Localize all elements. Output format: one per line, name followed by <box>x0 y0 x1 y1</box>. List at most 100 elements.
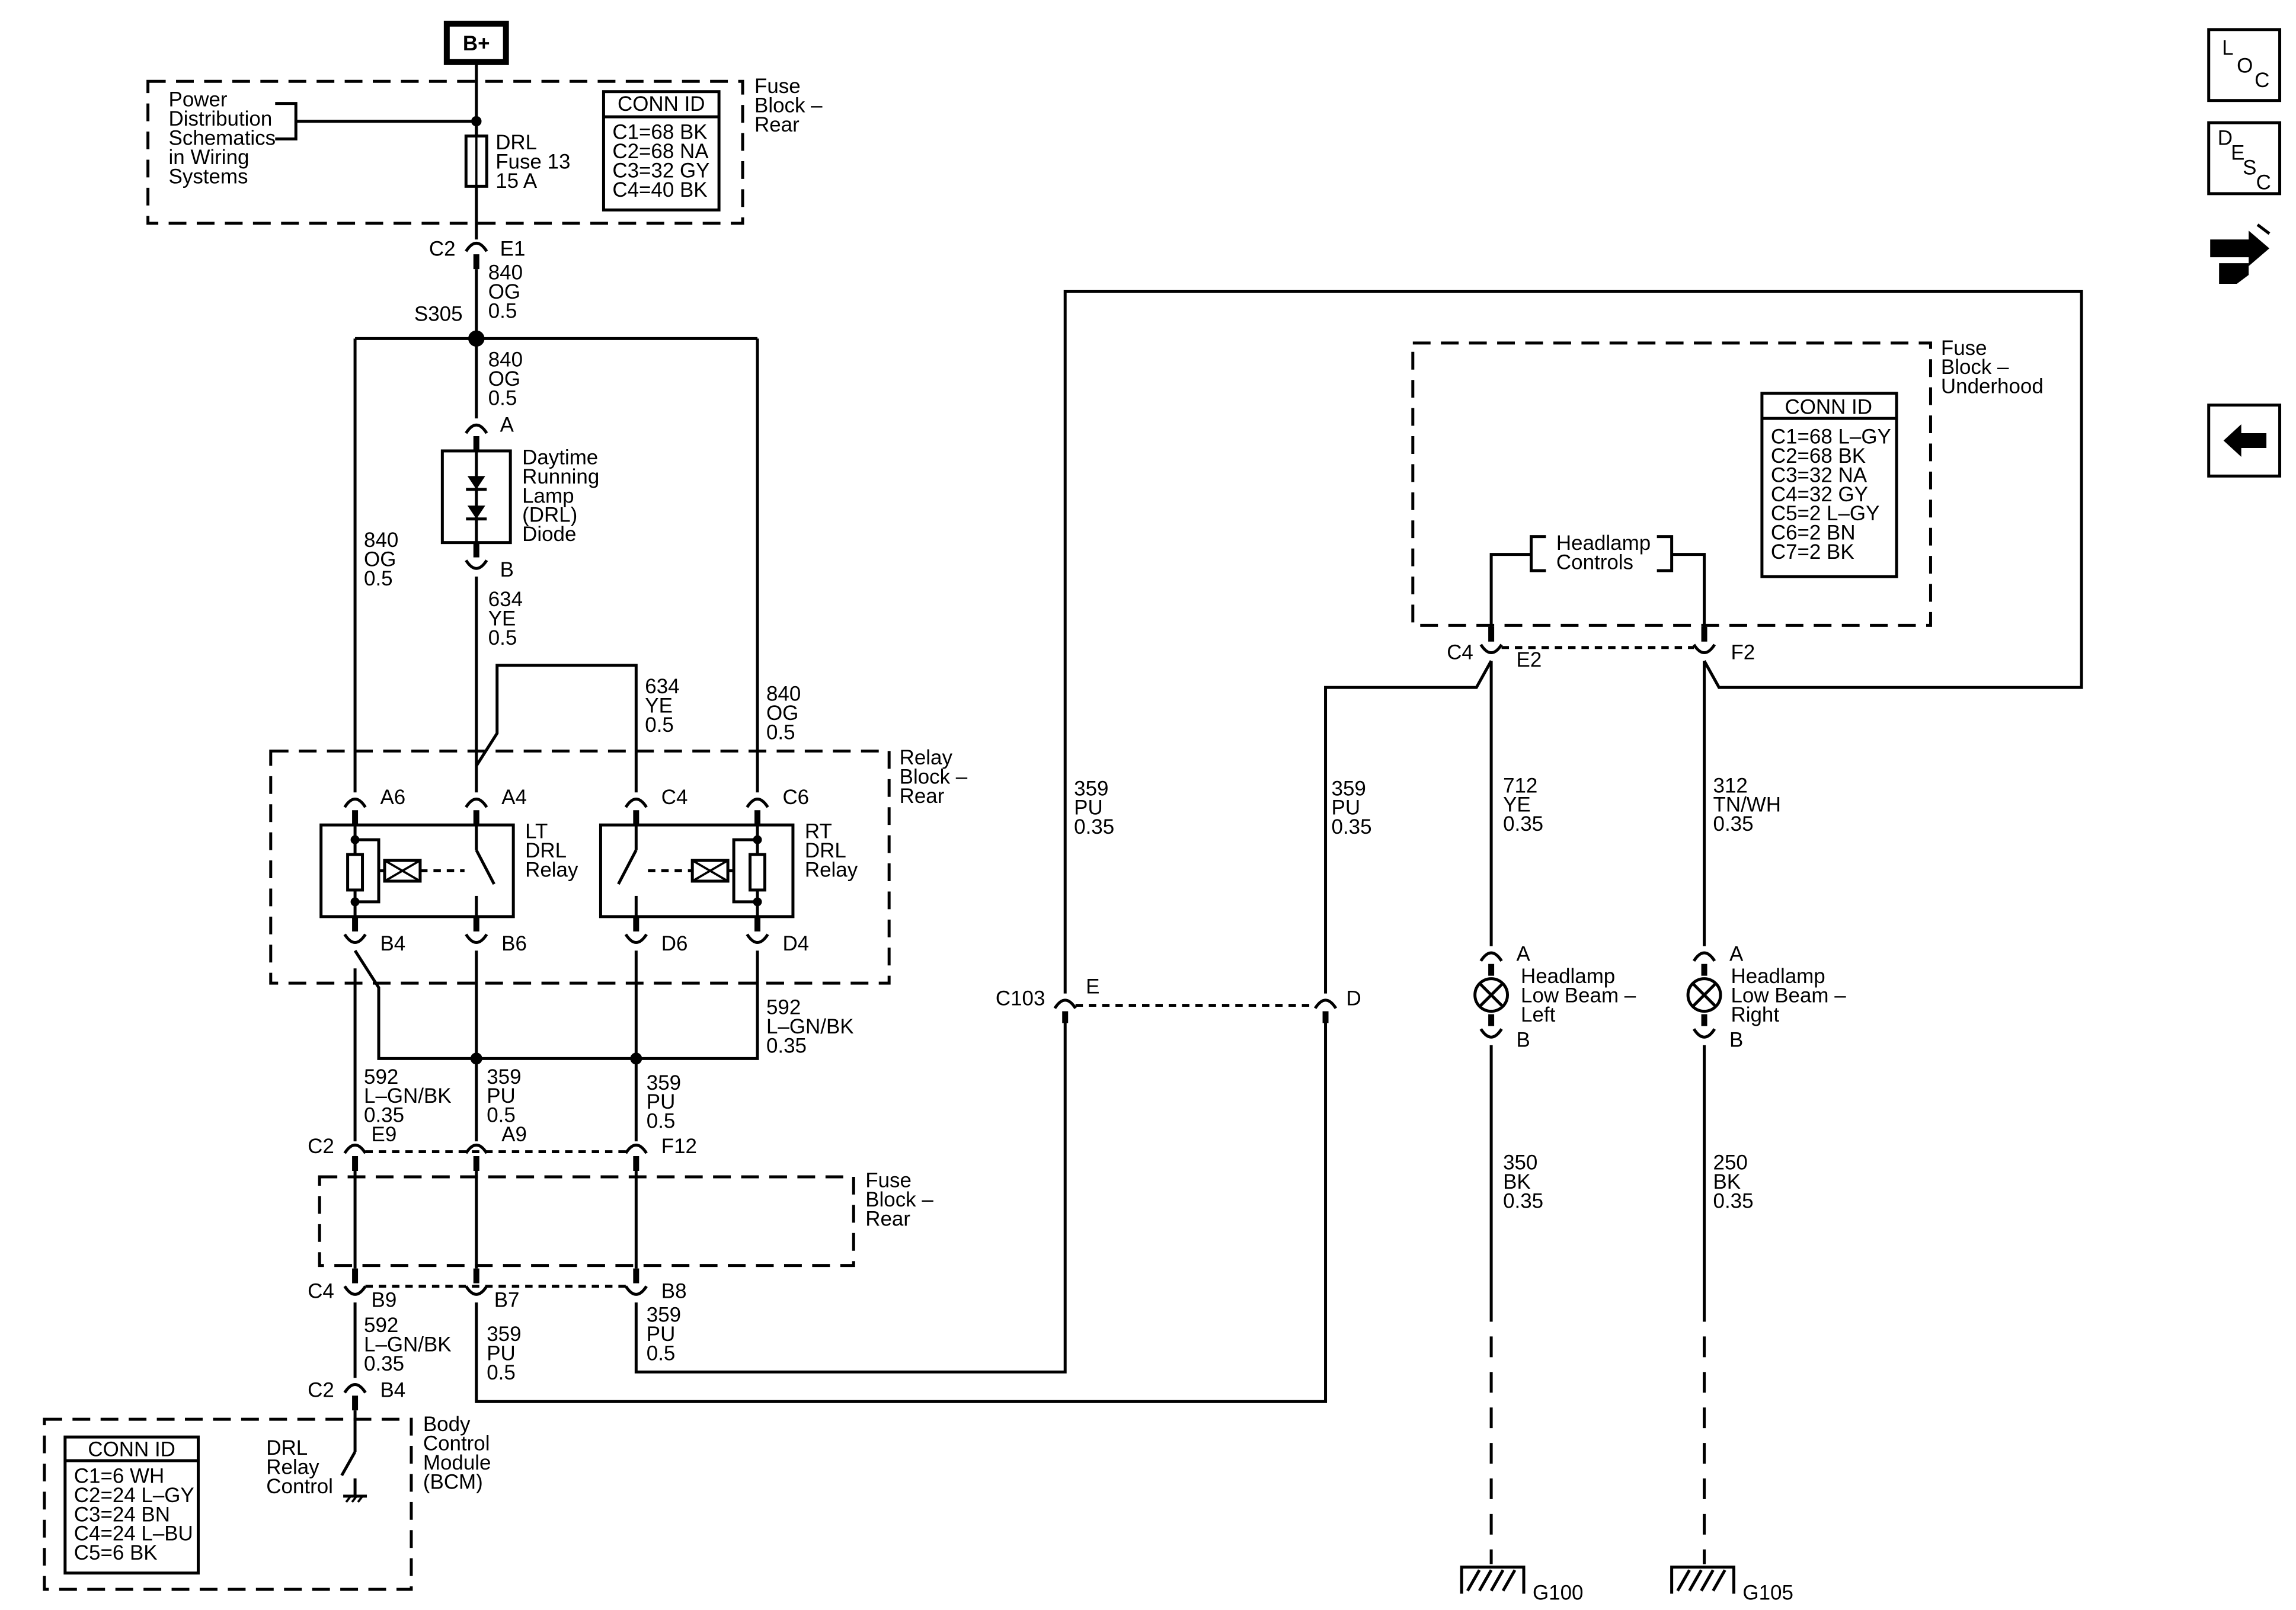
svg-text:C103: C103 <box>996 987 1045 1010</box>
connector-c103: C103 E D <box>996 975 1361 1023</box>
connector-c2-e1: C2 E1 <box>429 238 526 270</box>
svg-text:C3=32 GY: C3=32 GY <box>612 159 709 182</box>
svg-text:0.5: 0.5 <box>364 567 393 590</box>
svg-text:Relay: Relay <box>805 859 858 882</box>
svg-text:Control: Control <box>266 1475 333 1498</box>
svg-text:E: E <box>2231 141 2244 164</box>
svg-text:C4=24 L–BU: C4=24 L–BU <box>74 1522 193 1545</box>
svg-text:Power: Power <box>169 88 228 111</box>
svg-text:BK: BK <box>1503 1170 1531 1193</box>
svg-text:Low Beam –: Low Beam – <box>1731 984 1846 1007</box>
svg-text:E: E <box>1086 975 1099 998</box>
svg-text:A: A <box>1517 943 1531 966</box>
svg-text:0.5: 0.5 <box>645 713 674 737</box>
svg-text:(DRL): (DRL) <box>522 504 577 527</box>
svg-text:OG: OG <box>488 280 520 303</box>
svg-text:CONN ID: CONN ID <box>1785 396 1872 419</box>
wire-label: 350 BK 0.35 <box>1503 1151 1543 1213</box>
svg-text:Schematics: Schematics <box>169 127 276 150</box>
svg-text:634: 634 <box>488 588 523 611</box>
svg-text:PU: PU <box>647 1090 676 1113</box>
svg-text:C1=68 BK: C1=68 BK <box>612 121 707 144</box>
svg-text:359: 359 <box>1074 777 1108 800</box>
svg-text:Block –: Block – <box>900 765 968 788</box>
svg-text:350: 350 <box>1503 1151 1537 1174</box>
relay-pins-top: A6 A4 C4 C6 <box>343 786 809 825</box>
svg-text:L–GN/BK: L–GN/BK <box>364 1333 452 1356</box>
relay-pins-bottom: B4 B6 D6 D4 <box>343 916 809 955</box>
svg-text:Control: Control <box>423 1432 490 1455</box>
back-arrow-button[interactable] <box>2207 404 2282 478</box>
wire-label: 359 PU 0.5 <box>487 1065 521 1127</box>
svg-text:F2: F2 <box>1731 641 1755 664</box>
svg-text:E1: E1 <box>500 238 526 261</box>
svg-text:A9: A9 <box>501 1123 527 1146</box>
svg-text:359: 359 <box>487 1323 521 1346</box>
wire-label: 359 PU 0.5 <box>647 1071 681 1133</box>
svg-text:Headlamp: Headlamp <box>1731 965 1825 988</box>
svg-text:G100: G100 <box>1533 1582 1583 1605</box>
svg-text:0.35: 0.35 <box>364 1352 404 1375</box>
loc-button[interactable]: L O C <box>2207 28 2282 103</box>
connector-b: B <box>465 542 514 581</box>
svg-text:C2=68 NA: C2=68 NA <box>612 140 709 163</box>
back-arrow-icon <box>2223 424 2267 457</box>
svg-text:Left: Left <box>1521 1003 1556 1026</box>
svg-text:DRL: DRL <box>266 1436 308 1459</box>
svg-text:PU: PU <box>1074 796 1103 820</box>
svg-text:OG: OG <box>364 548 396 571</box>
body-control-module: Body Control Module (BCM) DRL Relay Cont… <box>43 1410 491 1591</box>
wire-label: 250 BK 0.35 <box>1713 1151 1754 1213</box>
svg-text:Headlamp: Headlamp <box>1521 965 1615 988</box>
svg-text:0.35: 0.35 <box>1713 1189 1754 1212</box>
svg-text:Rear: Rear <box>900 785 945 808</box>
svg-text:OG: OG <box>766 702 798 725</box>
svg-text:B+: B+ <box>463 32 490 55</box>
svg-text:0.5: 0.5 <box>647 1110 676 1133</box>
headlamp-controls: Headlamp Controls <box>1489 532 1706 639</box>
svg-text:Fuse 13: Fuse 13 <box>495 150 570 173</box>
wire-label: 840 OG 0.5 <box>488 261 523 323</box>
wire-label: 359 PU 0.35 <box>1332 777 1372 838</box>
svg-text:359: 359 <box>647 1071 681 1094</box>
svg-text:Fuse: Fuse <box>754 75 801 98</box>
svg-text:C2=68 BK: C2=68 BK <box>1771 444 1866 468</box>
drl-fuse-13: DRL Fuse 13 15 A <box>464 121 570 193</box>
svg-text:PU: PU <box>647 1323 676 1346</box>
wire-label: 712 YE 0.35 <box>1503 774 1543 836</box>
svg-text:S305: S305 <box>414 302 463 325</box>
svg-text:in Wiring: in Wiring <box>169 146 250 169</box>
ground-g105: G105 <box>1670 1566 1793 1605</box>
svg-text:Systems: Systems <box>169 165 248 188</box>
svg-text:Right: Right <box>1731 1003 1779 1026</box>
svg-text:0.5: 0.5 <box>488 387 517 410</box>
svg-text:Relay: Relay <box>900 746 953 769</box>
svg-text:D6: D6 <box>661 932 688 955</box>
svg-text:Rear: Rear <box>865 1207 910 1230</box>
wire-label: 634 YE 0.5 <box>488 588 523 649</box>
svg-text:RT: RT <box>805 820 832 843</box>
connector-c2-b4-bcm: C2 B4 <box>308 1379 405 1411</box>
power-distribution-reference[interactable]: Power Distribution Schematics in Wiring … <box>169 88 477 188</box>
svg-text:C2: C2 <box>308 1379 334 1402</box>
svg-text:C2: C2 <box>429 238 456 261</box>
svg-text:CONN ID: CONN ID <box>618 92 705 116</box>
svg-text:B: B <box>1517 1028 1530 1051</box>
svg-text:B9: B9 <box>372 1289 397 1312</box>
svg-text:Low Beam –: Low Beam – <box>1521 984 1636 1007</box>
wire-label: 312 TN/WH 0.35 <box>1713 774 1781 836</box>
wire-label: 592 L–GN/BK 0.35 <box>364 1314 452 1375</box>
svg-text:DRL: DRL <box>525 839 567 862</box>
fuse-block-rear-mid: Fuse Block – Rear <box>318 1169 933 1267</box>
ground-g100: G100 <box>1460 1566 1583 1605</box>
svg-text:0.5: 0.5 <box>766 721 795 744</box>
svg-text:Underhood: Underhood <box>1941 375 2044 398</box>
connector-view-icon[interactable] <box>2210 223 2271 284</box>
svg-text:C: C <box>2256 171 2271 194</box>
svg-text:YE: YE <box>1503 793 1531 817</box>
wire-label: 634 YE 0.5 <box>645 675 679 737</box>
svg-text:840: 840 <box>488 348 523 372</box>
svg-text:Fuse: Fuse <box>1941 337 1987 360</box>
svg-text:Running: Running <box>522 465 599 488</box>
desc-button[interactable]: D E S C <box>2207 121 2282 196</box>
